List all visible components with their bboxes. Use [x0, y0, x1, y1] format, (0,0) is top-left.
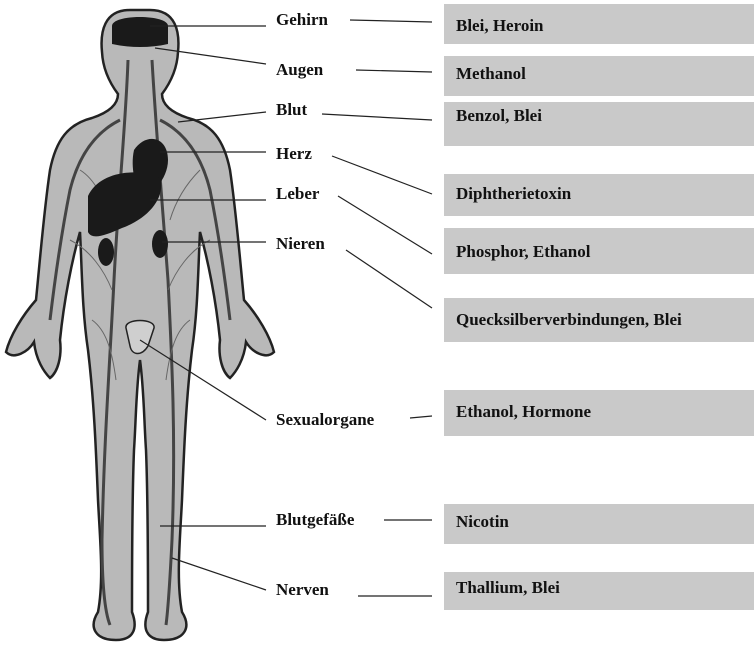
toxin-text-blutgefaesse: Nicotin: [456, 512, 509, 532]
organ-label-nerven: Nerven: [276, 580, 329, 600]
organ-label-nieren: Nieren: [276, 234, 325, 254]
organ-label-augen: Augen: [276, 60, 323, 80]
brain-shape: [112, 17, 168, 47]
toxin-text-sexualorgane: Ethanol, Hormone: [456, 402, 591, 422]
leader-blut: [178, 112, 266, 122]
connector-nieren: [346, 250, 432, 308]
organ-label-sexualorgane: Sexualorgane: [276, 410, 374, 430]
connector-blut: [322, 114, 432, 120]
toxin-text-nieren: Quecksilberverbindungen, Blei: [456, 310, 682, 330]
toxin-box-augen: Methanol: [444, 56, 754, 96]
toxin-box-blutgefaesse: Nicotin: [444, 504, 754, 544]
toxin-text-herz: Diphtherietoxin: [456, 184, 571, 204]
toxin-text-blut: Benzol, Blei: [456, 106, 542, 126]
organ-label-herz: Herz: [276, 144, 312, 164]
toxin-box-nerven: Thallium, Blei: [444, 572, 754, 610]
organ-label-gehirn: Gehirn: [276, 10, 328, 30]
connector-herz: [332, 156, 432, 194]
connector-sexualorgane: [410, 416, 432, 418]
toxin-box-nieren: Quecksilberverbindungen, Blei: [444, 298, 754, 342]
toxin-text-leber: Phosphor, Ethanol: [456, 242, 590, 262]
leader-nerven: [172, 558, 266, 590]
organ-label-blutgefaesse: Blutgefäße: [276, 510, 354, 530]
connector-augen: [356, 70, 432, 72]
toxin-text-nerven: Thallium, Blei: [456, 578, 560, 598]
organ-label-blut: Blut: [276, 100, 307, 120]
toxin-box-herz: Diphtherietoxin: [444, 174, 754, 216]
connector-leber: [338, 196, 432, 254]
connector-gehirn: [350, 20, 432, 22]
toxin-box-gehirn: Blei, Heroin: [444, 4, 754, 44]
toxin-text-gehirn: Blei, Heroin: [456, 16, 544, 36]
kidney-left: [98, 238, 114, 266]
toxin-box-sexualorgane: Ethanol, Hormone: [444, 390, 754, 436]
organ-label-leber: Leber: [276, 184, 319, 204]
toxin-box-blut: Benzol, Blei: [444, 102, 754, 146]
toxin-box-leber: Phosphor, Ethanol: [444, 228, 754, 274]
toxin-text-augen: Methanol: [456, 64, 526, 84]
kidney-right: [152, 230, 168, 258]
